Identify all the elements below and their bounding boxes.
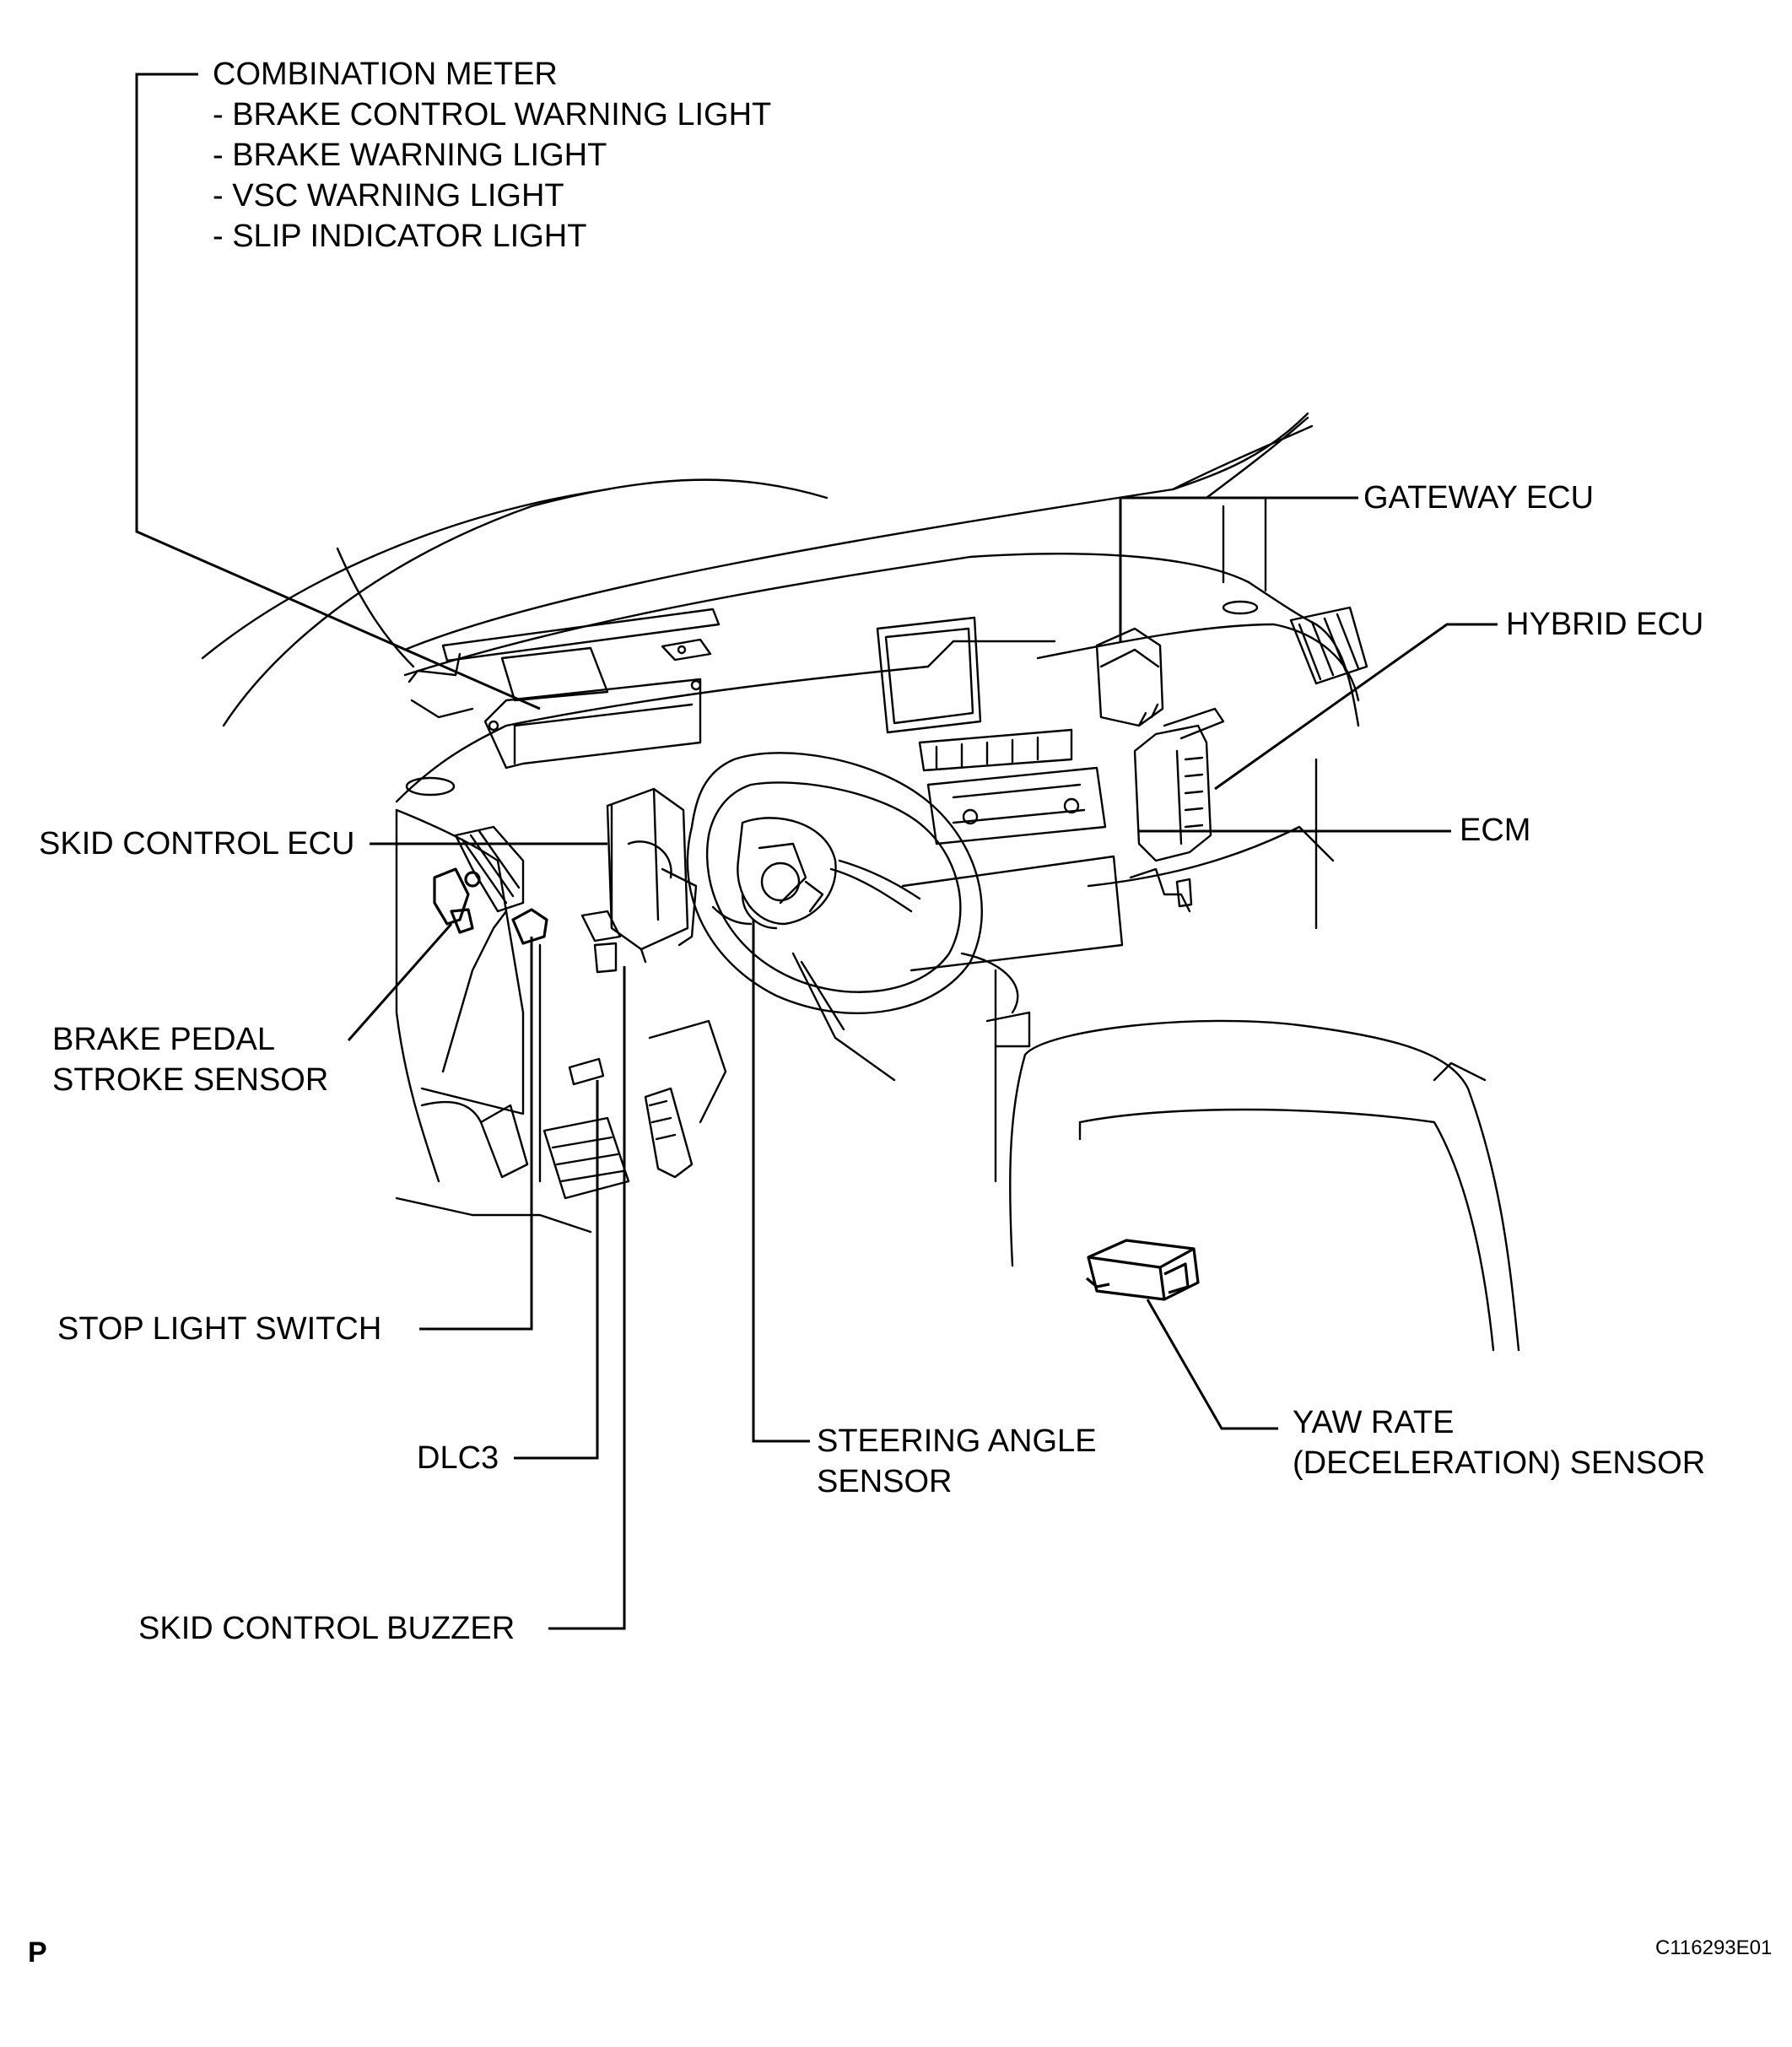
label-combination-meter: COMBINATION METER	[213, 57, 558, 92]
center-stack-drawing	[876, 616, 1124, 1048]
ecu-cluster-drawing	[1095, 627, 1225, 913]
label-skid-control-ecu: SKID CONTROL ECU	[39, 826, 355, 861]
label-dlc3: DLC3	[417, 1440, 499, 1476]
label-yaw-rate: YAW RATE	[1293, 1405, 1455, 1440]
label-deceleration-sensor: (DECELERATION) SENSOR	[1293, 1445, 1706, 1481]
label-steering-angle: STEERING ANGLE	[817, 1423, 1097, 1459]
yaw-rate-sensor-drawing	[1085, 1239, 1200, 1301]
label-slip-indicator-light: - SLIP INDICATOR LIGHT	[213, 219, 587, 254]
dashboard-upper	[395, 553, 1360, 803]
label-brake-warning-light: - BRAKE WARNING LIGHT	[213, 138, 607, 173]
leader-skid-control-buzzer	[548, 966, 626, 1630]
label-vsc-warning-light: - VSC WARNING LIGHT	[213, 178, 564, 213]
section-letter: P	[28, 1936, 47, 1969]
label-sensor: SENSOR	[817, 1464, 953, 1499]
right-dash-side	[960, 606, 1368, 1183]
leader-steering-angle-sensor	[752, 920, 810, 1443]
seat-drawing	[1009, 1019, 1520, 1352]
figure-code: C116293E01	[1655, 1936, 1773, 1959]
leader-gateway-ecu	[1119, 496, 1358, 641]
label-ecm: ECM	[1460, 813, 1531, 848]
left-dash-side	[395, 776, 542, 1183]
label-brake-control-warning-light: - BRAKE CONTROL WARNING LIGHT	[213, 97, 772, 132]
skid-control-ecu-drawing	[580, 787, 698, 974]
leader-dlc3	[514, 1080, 599, 1460]
label-brake-pedal: BRAKE PEDAL	[52, 1022, 275, 1057]
steering-wheel-drawing	[686, 752, 983, 1082]
leader-brake-pedal-sensor	[347, 923, 453, 1041]
label-hybrid-ecu: HYBRID ECU	[1506, 607, 1704, 642]
combination-meter-hood	[408, 608, 721, 770]
label-gateway-ecu: GATEWAY ECU	[1363, 480, 1595, 516]
label-skid-control-buzzer: SKID CONTROL BUZZER	[138, 1611, 515, 1646]
leader-yaw-rate-sensor	[1146, 1299, 1278, 1430]
label-stroke-sensor: STROKE SENSOR	[52, 1062, 329, 1098]
leader-stop-light-switch	[419, 937, 533, 1331]
leader-lines	[135, 73, 1498, 1630]
label-stop-light-switch: STOP LIGHT SWITCH	[57, 1311, 382, 1347]
leader-combination-meter	[135, 73, 541, 710]
windshield-outline	[201, 412, 1314, 727]
pedals-drawing	[395, 1019, 727, 1234]
brake-pedal-sensor-drawing	[433, 867, 548, 945]
leader-hybrid-ecu	[1214, 623, 1498, 791]
